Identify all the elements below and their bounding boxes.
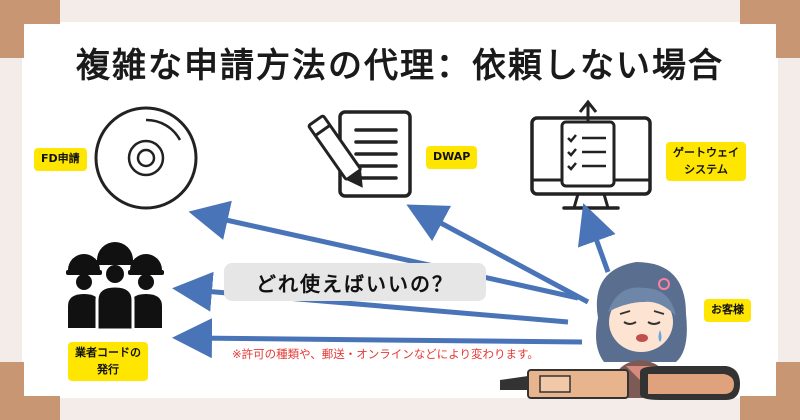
arrow-to-gyosha-code (172, 318, 583, 359)
label-gateway-line2: システム (684, 162, 728, 176)
workers-helmet-icon (66, 242, 164, 332)
monitor-checklist-icon (530, 99, 652, 210)
arrows (172, 200, 616, 359)
label-gyosha: 業者コードの 発行 (68, 342, 148, 381)
label-fd: FD申請 (34, 148, 87, 171)
arrow-to-dwap (406, 204, 590, 305)
cd-disc-icon (94, 106, 198, 210)
page-title: 複雑な申請方法の代理：依頼しない場合 (76, 46, 724, 86)
footnote: ※許可の種類や、郵送・オンラインなどにより変わります。 (232, 347, 539, 361)
arrow-to-fd (188, 200, 579, 301)
label-dwap: DWAP (426, 146, 478, 169)
label-gateway-line1: ゲートウェイ (673, 146, 739, 159)
document-pen-icon (307, 110, 412, 198)
question-bubble: どれ使えばいいの？ (224, 263, 486, 301)
label-gyosha-line2: 発行 (97, 362, 119, 376)
label-customer: お客様 (704, 299, 751, 322)
label-gateway: ゲートウェイ システム (666, 142, 746, 181)
marker-pen-icon (500, 366, 740, 400)
label-gyosha-line1: 業者コードの (75, 346, 141, 359)
arrow-to-gateway (577, 203, 616, 273)
